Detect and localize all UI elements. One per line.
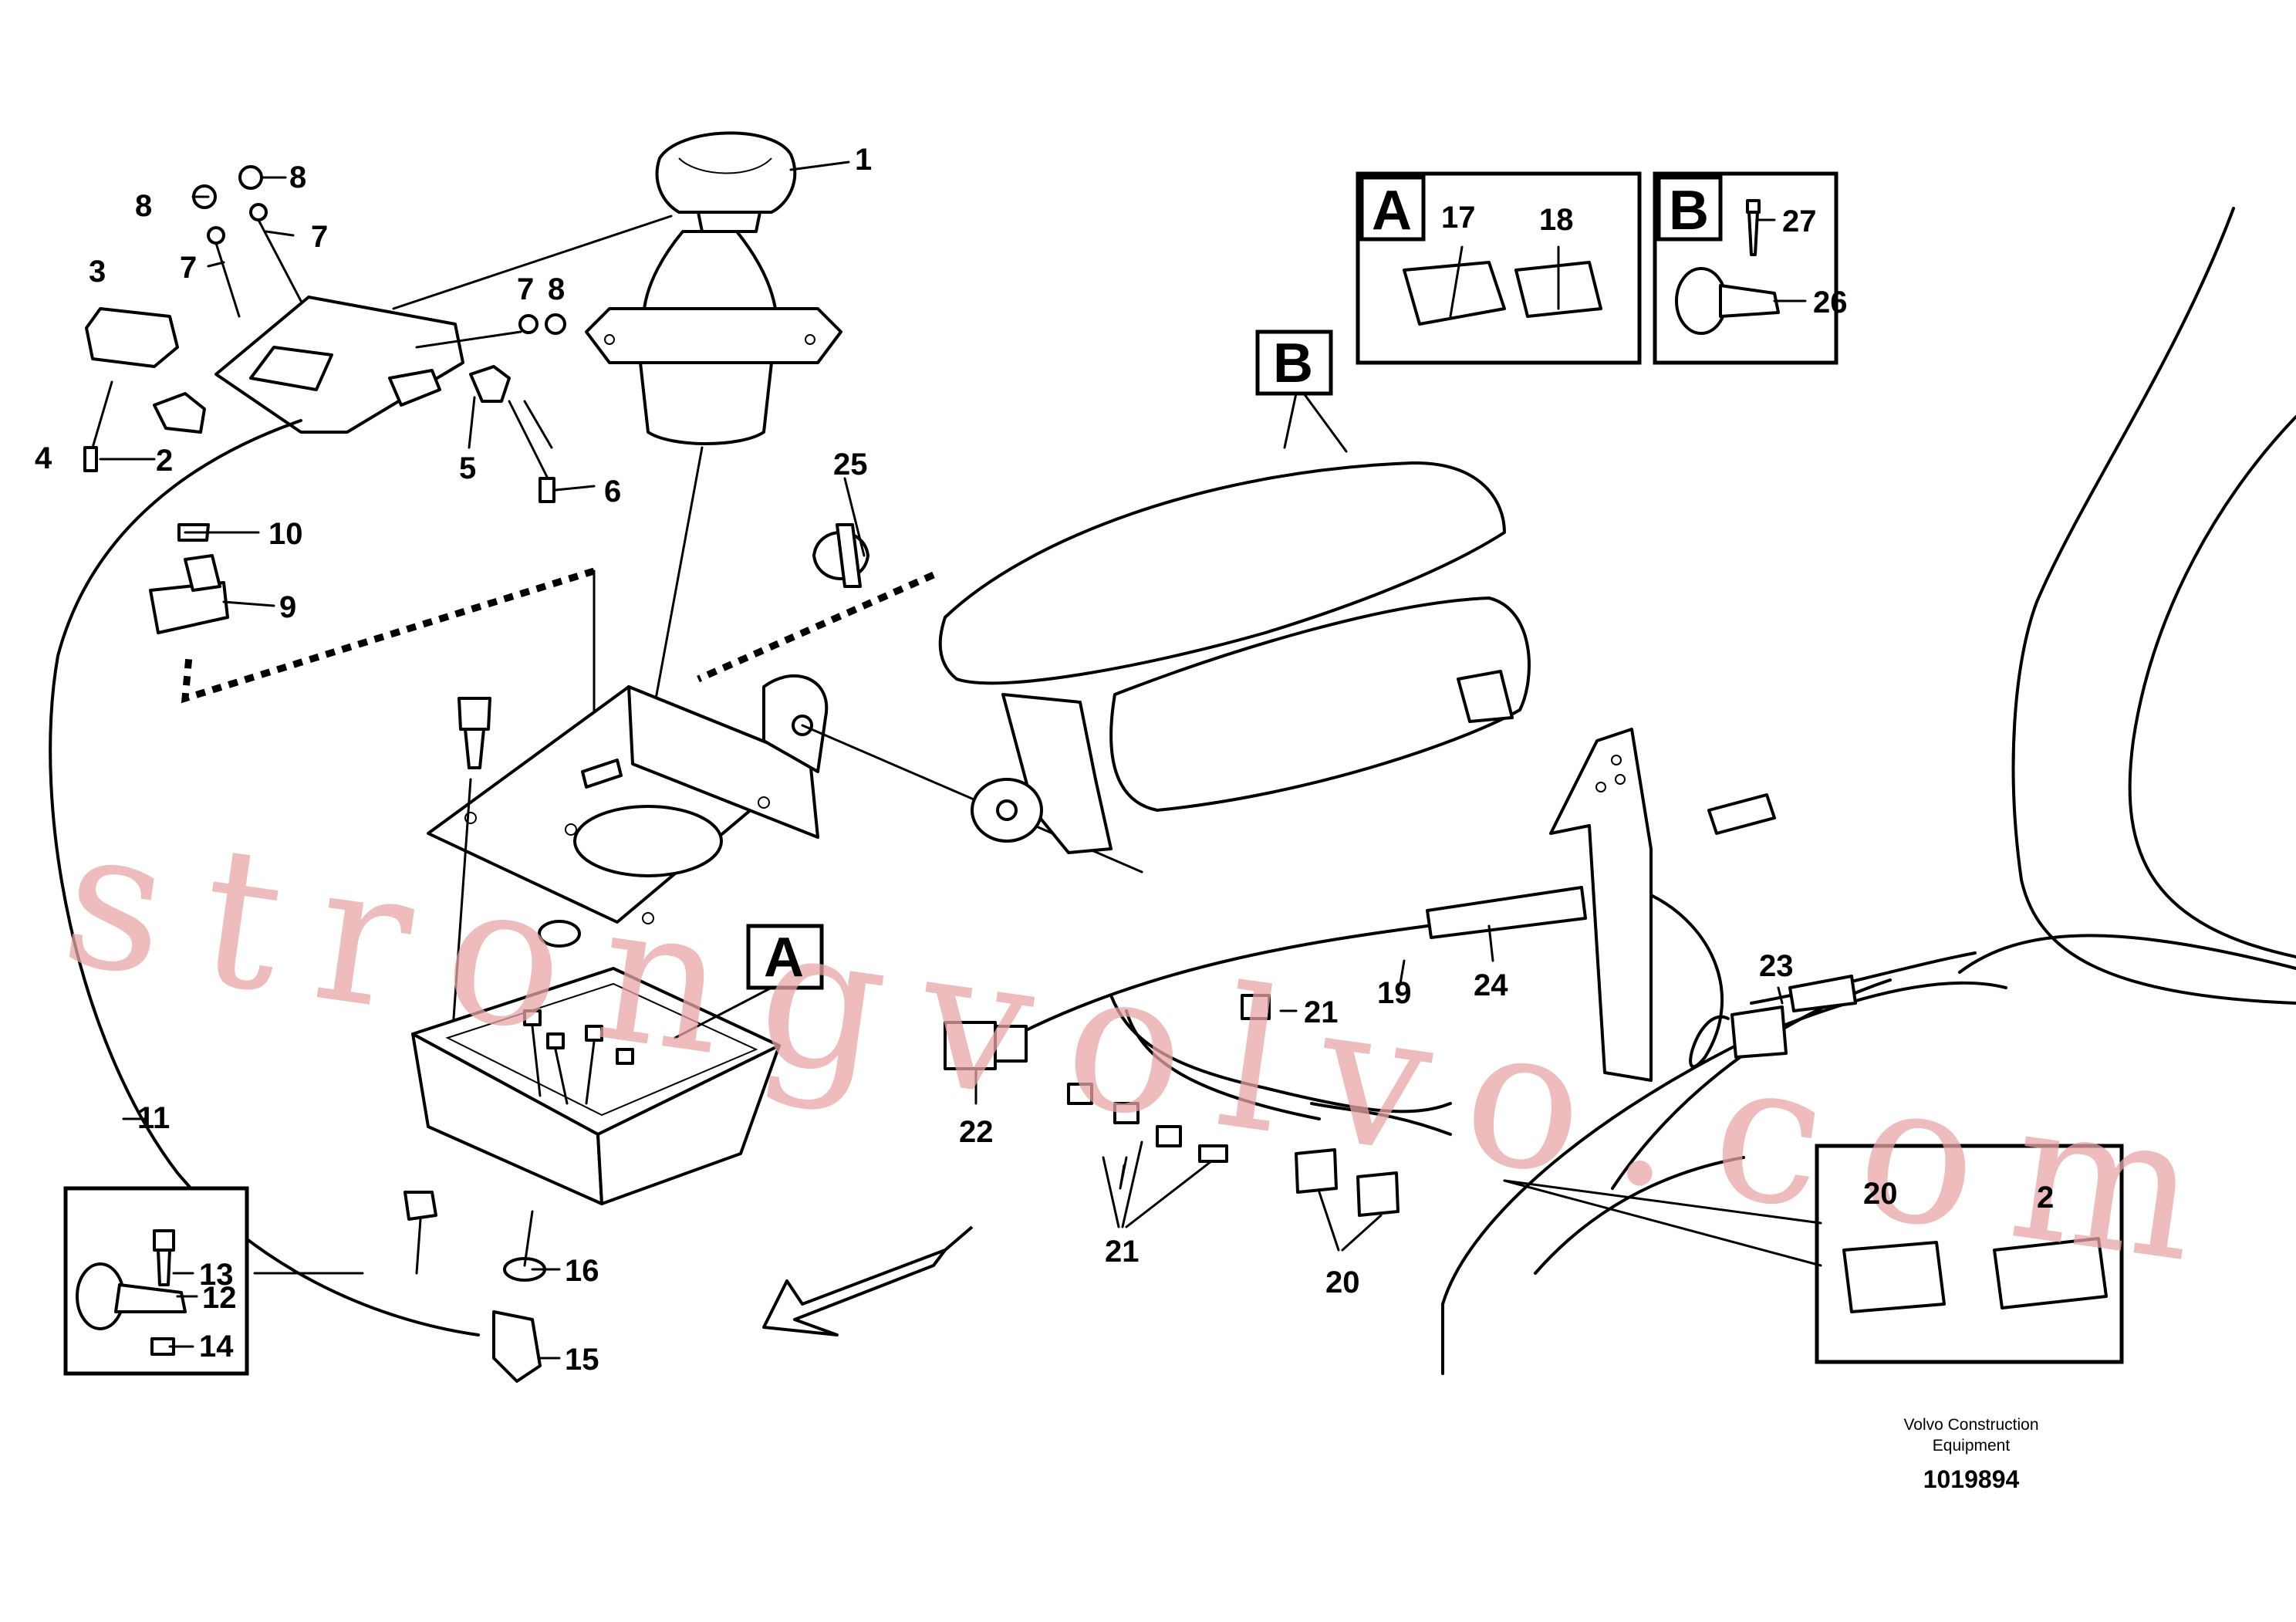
part-number-8: 8 bbox=[548, 272, 565, 306]
switch-9 bbox=[149, 523, 229, 634]
part-number-27: 27 bbox=[1782, 204, 1817, 238]
part-number-14: 14 bbox=[199, 1330, 234, 1363]
part-number-15: 15 bbox=[565, 1343, 599, 1377]
part-number-2: 2 bbox=[2037, 1181, 2054, 1215]
callout-frame-B bbox=[1255, 329, 1333, 396]
grommet bbox=[538, 920, 581, 948]
part-number-19: 19 bbox=[1377, 976, 1412, 1010]
drawing-number: 1019894 bbox=[1923, 1465, 2020, 1493]
part-number-2: 2 bbox=[156, 444, 173, 478]
part-number-23: 23 bbox=[1759, 949, 1794, 983]
bolt bbox=[458, 697, 491, 769]
part-number-8: 8 bbox=[135, 189, 152, 223]
part-number-5: 5 bbox=[459, 451, 476, 485]
part-number-4: 4 bbox=[35, 441, 52, 475]
leaders bbox=[99, 161, 1807, 1360]
cable-11 bbox=[49, 419, 480, 1336]
part-number-12: 12 bbox=[202, 1281, 237, 1315]
part-number-21: 21 bbox=[1304, 995, 1339, 1029]
cover-panel bbox=[83, 165, 673, 503]
detail-box-connectors bbox=[1503, 1144, 2124, 1364]
part-number-1: 1 bbox=[855, 143, 872, 177]
part-number-25: 25 bbox=[833, 448, 868, 482]
armrest bbox=[938, 461, 1531, 854]
callout-letter-A: A bbox=[764, 927, 804, 988]
direction-arrow bbox=[762, 1225, 974, 1336]
part-labels: 1 8 8 7 7 3 7 8 4 2 5 6 25 10 9 11 13 12… bbox=[35, 143, 2054, 1377]
cable-end-15 bbox=[492, 1310, 542, 1383]
part-number-6: 6 bbox=[604, 475, 621, 509]
joystick-assembly bbox=[585, 131, 842, 889]
part-number-22: 22 bbox=[959, 1115, 994, 1149]
dashed-wire-right bbox=[697, 571, 935, 683]
part-number-7: 7 bbox=[517, 272, 534, 306]
part-number-13: 13 bbox=[199, 1258, 234, 1292]
credit-line-1: Volvo Construction bbox=[1903, 1416, 2038, 1434]
watermark: strongvolvo.com bbox=[52, 783, 2250, 1310]
harness bbox=[944, 886, 1977, 1217]
callout-frame-A bbox=[746, 924, 824, 990]
part-number-10: 10 bbox=[268, 517, 303, 551]
part-number-11: 11 bbox=[137, 1101, 170, 1135]
part-number-20: 20 bbox=[1863, 1177, 1898, 1211]
part-number-18: 18 bbox=[1539, 203, 1574, 237]
bracket bbox=[1549, 728, 1776, 1082]
part-number-3: 3 bbox=[89, 255, 106, 289]
part-number-24: 24 bbox=[1474, 968, 1508, 1002]
part-number-20: 20 bbox=[1325, 1265, 1360, 1299]
detail-letter-A: A bbox=[1372, 180, 1412, 242]
part-number-7: 7 bbox=[311, 220, 328, 254]
part-number-9: 9 bbox=[279, 590, 296, 624]
part-number-7: 7 bbox=[180, 251, 197, 285]
part-number-26: 26 bbox=[1813, 286, 1848, 319]
callout-letter-B: B bbox=[1273, 333, 1313, 394]
dashed-wire-left bbox=[181, 567, 596, 704]
detail-box-bolt bbox=[63, 1186, 249, 1376]
switch-box bbox=[411, 967, 781, 1205]
credit-line-2: Equipment bbox=[1933, 1437, 2011, 1455]
detail-letter-B: B bbox=[1669, 180, 1709, 242]
clip-25 bbox=[812, 523, 869, 588]
nut-lower bbox=[403, 1191, 437, 1221]
detail-box-B bbox=[1653, 171, 1838, 365]
part-number-17: 17 bbox=[1441, 201, 1476, 235]
part-number-16: 16 bbox=[565, 1254, 599, 1288]
part-number-21: 21 bbox=[1105, 1235, 1140, 1269]
part-number-8: 8 bbox=[289, 161, 306, 194]
